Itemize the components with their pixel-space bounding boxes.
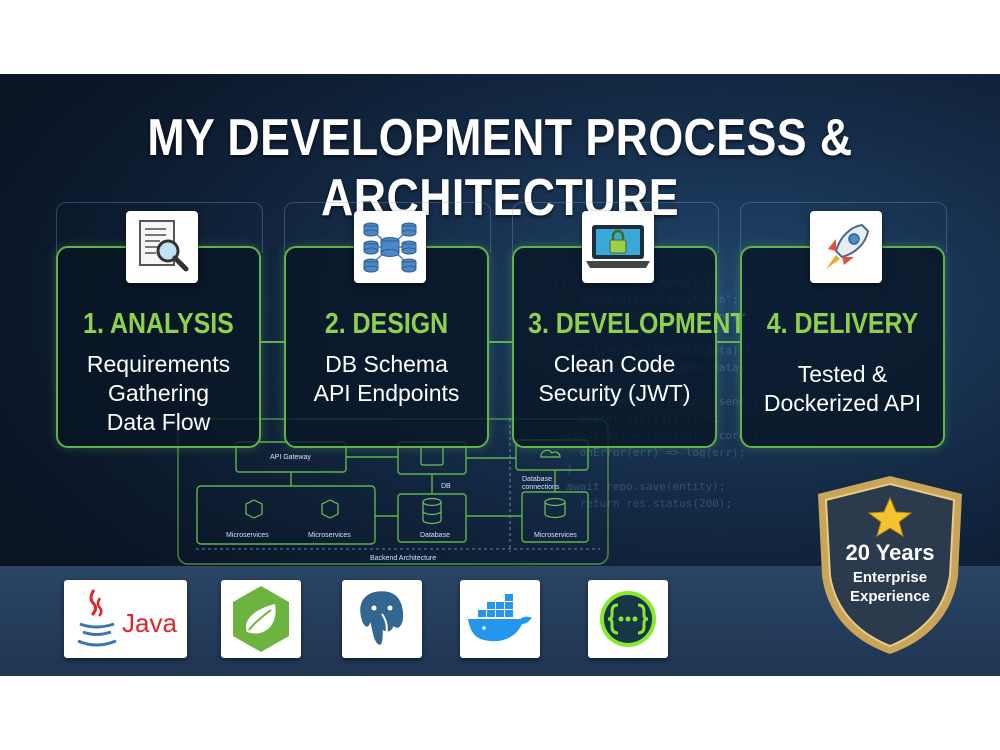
docker-logo-icon — [460, 580, 540, 658]
step-line: Tested & — [797, 361, 888, 387]
step-line: Data Flow — [106, 409, 211, 435]
experience-badge: 20 Years Enterprise Experience — [812, 472, 968, 658]
java-logo-text: Java — [122, 608, 177, 638]
arch-label-microservices-2: Microservices — [308, 532, 351, 539]
swagger-logo-icon — [588, 580, 668, 658]
ghost-tab — [56, 202, 263, 253]
postgresql-logo-icon — [342, 580, 422, 658]
spring-logo-icon — [221, 580, 301, 658]
rocket-icon — [810, 211, 882, 283]
ghost-tab — [512, 202, 719, 253]
page-title: MY DEVELOPMENT PROCESS & ARCHITECTURE — [147, 109, 853, 227]
step-description: DB Schema API Endpoints — [286, 350, 487, 408]
step-line: Dockerized API — [763, 390, 922, 416]
step-line: DB Schema — [325, 351, 448, 377]
step-description: Tested & Dockerized API — [742, 360, 943, 418]
step-heading: 1. ANALYSIS — [83, 308, 234, 340]
step-line: Clean Code — [553, 351, 676, 377]
arch-label-database: Database — [420, 532, 450, 539]
badge-years: 20 Years — [845, 540, 935, 565]
step-description: Requirements Gathering Data Flow — [58, 350, 259, 437]
badge-text: Enterprise Experience — [812, 568, 968, 606]
arch-label-backend-architecture: Backend Architecture — [370, 555, 436, 562]
step-heading: 2. DESIGN — [324, 308, 449, 340]
java-logo-icon: Java — [64, 580, 187, 658]
badge-line: Experience — [849, 588, 931, 605]
database-schema-icon — [354, 211, 426, 283]
step-heading: 3. DEVELOPMENT — [528, 308, 746, 340]
step-line: Security (JWT) — [538, 380, 691, 406]
arch-label-api-gateway: API Gateway — [270, 454, 311, 461]
ghost-tab — [740, 202, 947, 253]
step-line: Requirements — [86, 351, 231, 377]
laptop-lock-icon — [582, 211, 654, 283]
infographic-canvas: if (fileRef.getChange) { const uid = "au… — [0, 74, 1000, 676]
document-search-icon — [126, 211, 198, 283]
step-heading: 4. DELIVERY — [766, 308, 919, 340]
star-icon — [867, 496, 913, 538]
badge-line: Enterprise — [852, 569, 928, 586]
step-line: API Endpoints — [313, 380, 460, 406]
arch-label-db: DB — [441, 483, 451, 490]
arch-label-microservices-1: Microservices — [226, 532, 269, 539]
step-line: Gathering — [107, 380, 209, 406]
step-description: Clean Code Security (JWT) — [514, 350, 715, 408]
ghost-tab — [284, 202, 491, 253]
